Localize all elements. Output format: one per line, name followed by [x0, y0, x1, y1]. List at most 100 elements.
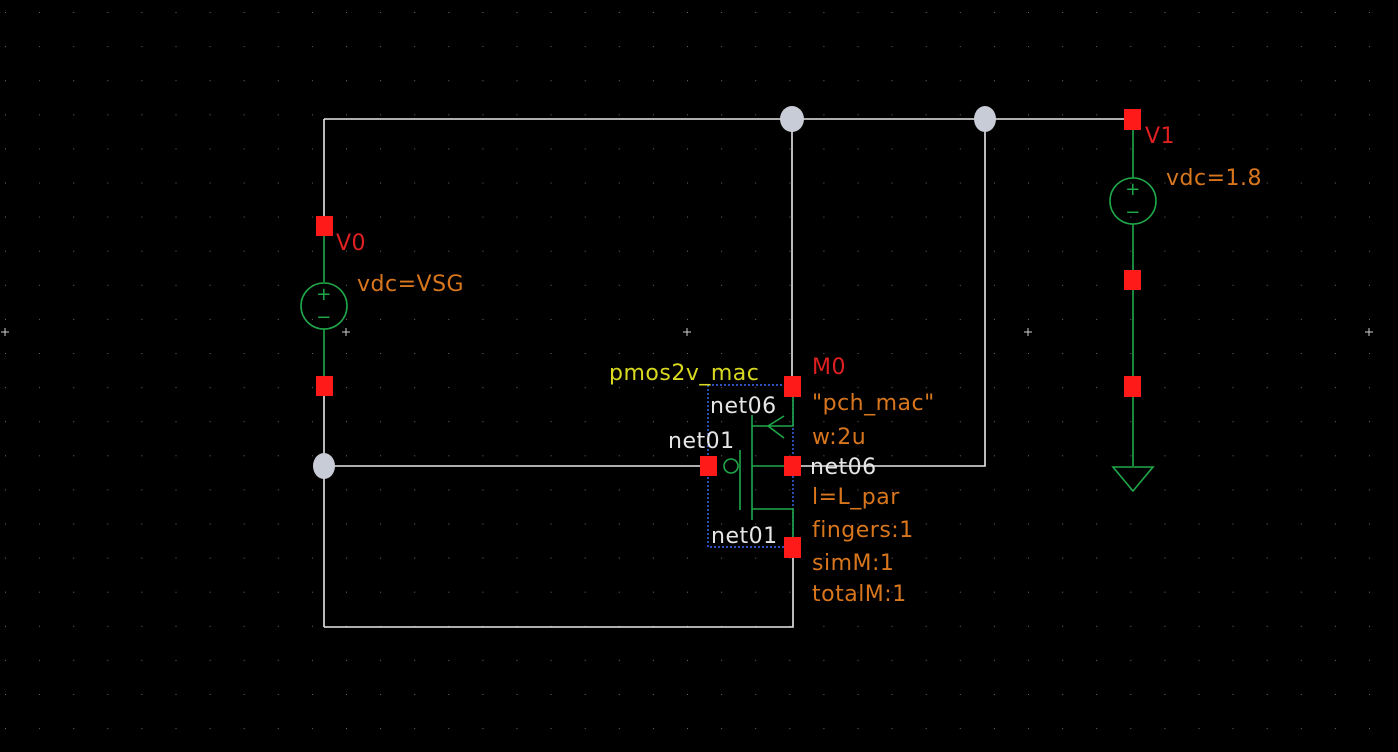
grid-dot	[482, 591, 484, 593]
grid-dot	[346, 12, 347, 13]
v0-instance-name: V0	[336, 231, 366, 256]
grid-dot	[721, 455, 723, 457]
grid-dot	[687, 523, 688, 525]
pmos-transistor-m0[interactable]: pmos2v_mac M0 "pch_mac" w:2u l=L_par fin…	[609, 355, 935, 607]
grid-dot	[277, 694, 279, 695]
grid-dot	[1096, 46, 1098, 48]
grid-dot	[1300, 557, 1302, 559]
v0-pin-minus[interactable]	[316, 376, 333, 396]
grid-dot	[414, 353, 416, 354]
grid-dot	[1096, 12, 1098, 13]
grid-dot	[584, 284, 586, 286]
grid-dot	[73, 250, 75, 252]
grid-dot	[652, 46, 654, 48]
grid-dot	[141, 591, 143, 593]
grid-dot	[755, 148, 757, 150]
m0-pin-gate[interactable]	[700, 456, 717, 476]
grid-dot	[1028, 659, 1029, 661]
grid-dot	[516, 250, 518, 252]
grid-dot	[1096, 489, 1098, 491]
grid-dot	[993, 12, 995, 13]
m0-param-l: l=L_par	[812, 485, 900, 510]
grid-dot	[73, 625, 75, 627]
grid-dot	[1369, 421, 1370, 423]
grid-dot	[959, 728, 961, 730]
grid-dot	[1028, 114, 1029, 116]
grid-dot	[243, 728, 245, 730]
grid-dot	[891, 591, 893, 593]
grid-dot	[1266, 148, 1268, 150]
grid-dot	[1028, 216, 1029, 218]
voltage-source-v1[interactable]: + − V1 vdc=1.8	[1109, 109, 1262, 290]
grid-dot	[1164, 489, 1166, 491]
grid-dot	[1198, 387, 1200, 389]
grid-dot	[584, 523, 586, 525]
m0-source-lead	[752, 508, 794, 540]
grid-dot	[448, 216, 450, 218]
grid-cross	[1365, 328, 1373, 336]
grid-dot	[1300, 12, 1302, 13]
grid-dot	[5, 694, 6, 695]
grid-dot	[243, 421, 245, 423]
grid-dot	[39, 625, 41, 627]
grid-dot	[1096, 182, 1098, 184]
grid-dot	[584, 659, 586, 661]
grid-dot	[993, 148, 995, 150]
grid-dot	[39, 523, 41, 525]
grid-dot	[73, 284, 75, 286]
grid-dot	[448, 387, 450, 389]
voltage-source-v0[interactable]: + − V0 vdc=VSG	[300, 216, 464, 396]
m0-pin-drain[interactable]	[784, 376, 801, 397]
grid-dot	[1164, 318, 1166, 320]
ground-pin[interactable]	[1124, 376, 1141, 397]
v0-param: vdc=VSG	[357, 272, 464, 297]
grid-dot	[209, 728, 211, 730]
grid-dot	[1334, 728, 1336, 730]
grid-dot	[993, 353, 995, 354]
m0-pin-source[interactable]	[784, 537, 801, 558]
grid-dot	[1198, 250, 1200, 252]
grid-dot	[755, 591, 757, 593]
wire-bottom[interactable]	[324, 547, 794, 628]
grid-dot	[993, 591, 995, 593]
grid-dot	[959, 557, 961, 559]
grid-dot	[209, 318, 211, 320]
grid-dot	[277, 250, 279, 252]
grid-dot	[414, 318, 416, 320]
grid-dot	[482, 455, 484, 457]
junction-dot[interactable]	[780, 106, 804, 132]
grid-dot	[959, 694, 961, 695]
v1-pin-minus[interactable]	[1124, 270, 1141, 290]
grid-dot	[1062, 46, 1064, 48]
grid-dot	[584, 728, 586, 730]
grid-dot	[141, 557, 143, 559]
grid-dot	[243, 387, 245, 389]
grid-dot	[755, 523, 757, 525]
v0-pin-plus[interactable]	[316, 216, 333, 236]
grid-dot	[141, 421, 143, 423]
grid-dot	[857, 12, 859, 13]
grid-dot	[1096, 728, 1098, 730]
grid-dot	[925, 591, 927, 593]
grid-dot	[5, 284, 6, 286]
grid-dot	[721, 694, 723, 695]
grid-dot	[1369, 80, 1370, 82]
grid-dot	[789, 728, 791, 730]
v1-pin-plus[interactable]	[1124, 109, 1141, 130]
grid-dot	[618, 523, 620, 525]
wire-bulk[interactable]	[793, 119, 986, 467]
grid-dot	[1266, 523, 1268, 525]
grid-dot	[243, 182, 245, 184]
m0-pin-bulk[interactable]	[784, 456, 801, 476]
junction-dot[interactable]	[974, 106, 996, 132]
grid-dot	[73, 387, 75, 389]
grid-dot	[993, 46, 995, 48]
grid-dot	[1164, 557, 1166, 559]
grid-dot	[1198, 216, 1200, 218]
grid-dot	[448, 694, 450, 695]
ground-symbol[interactable]	[1111, 290, 1155, 493]
grid-dot	[687, 557, 688, 559]
junction-dot[interactable]	[313, 453, 335, 479]
grid-dot	[311, 216, 313, 218]
